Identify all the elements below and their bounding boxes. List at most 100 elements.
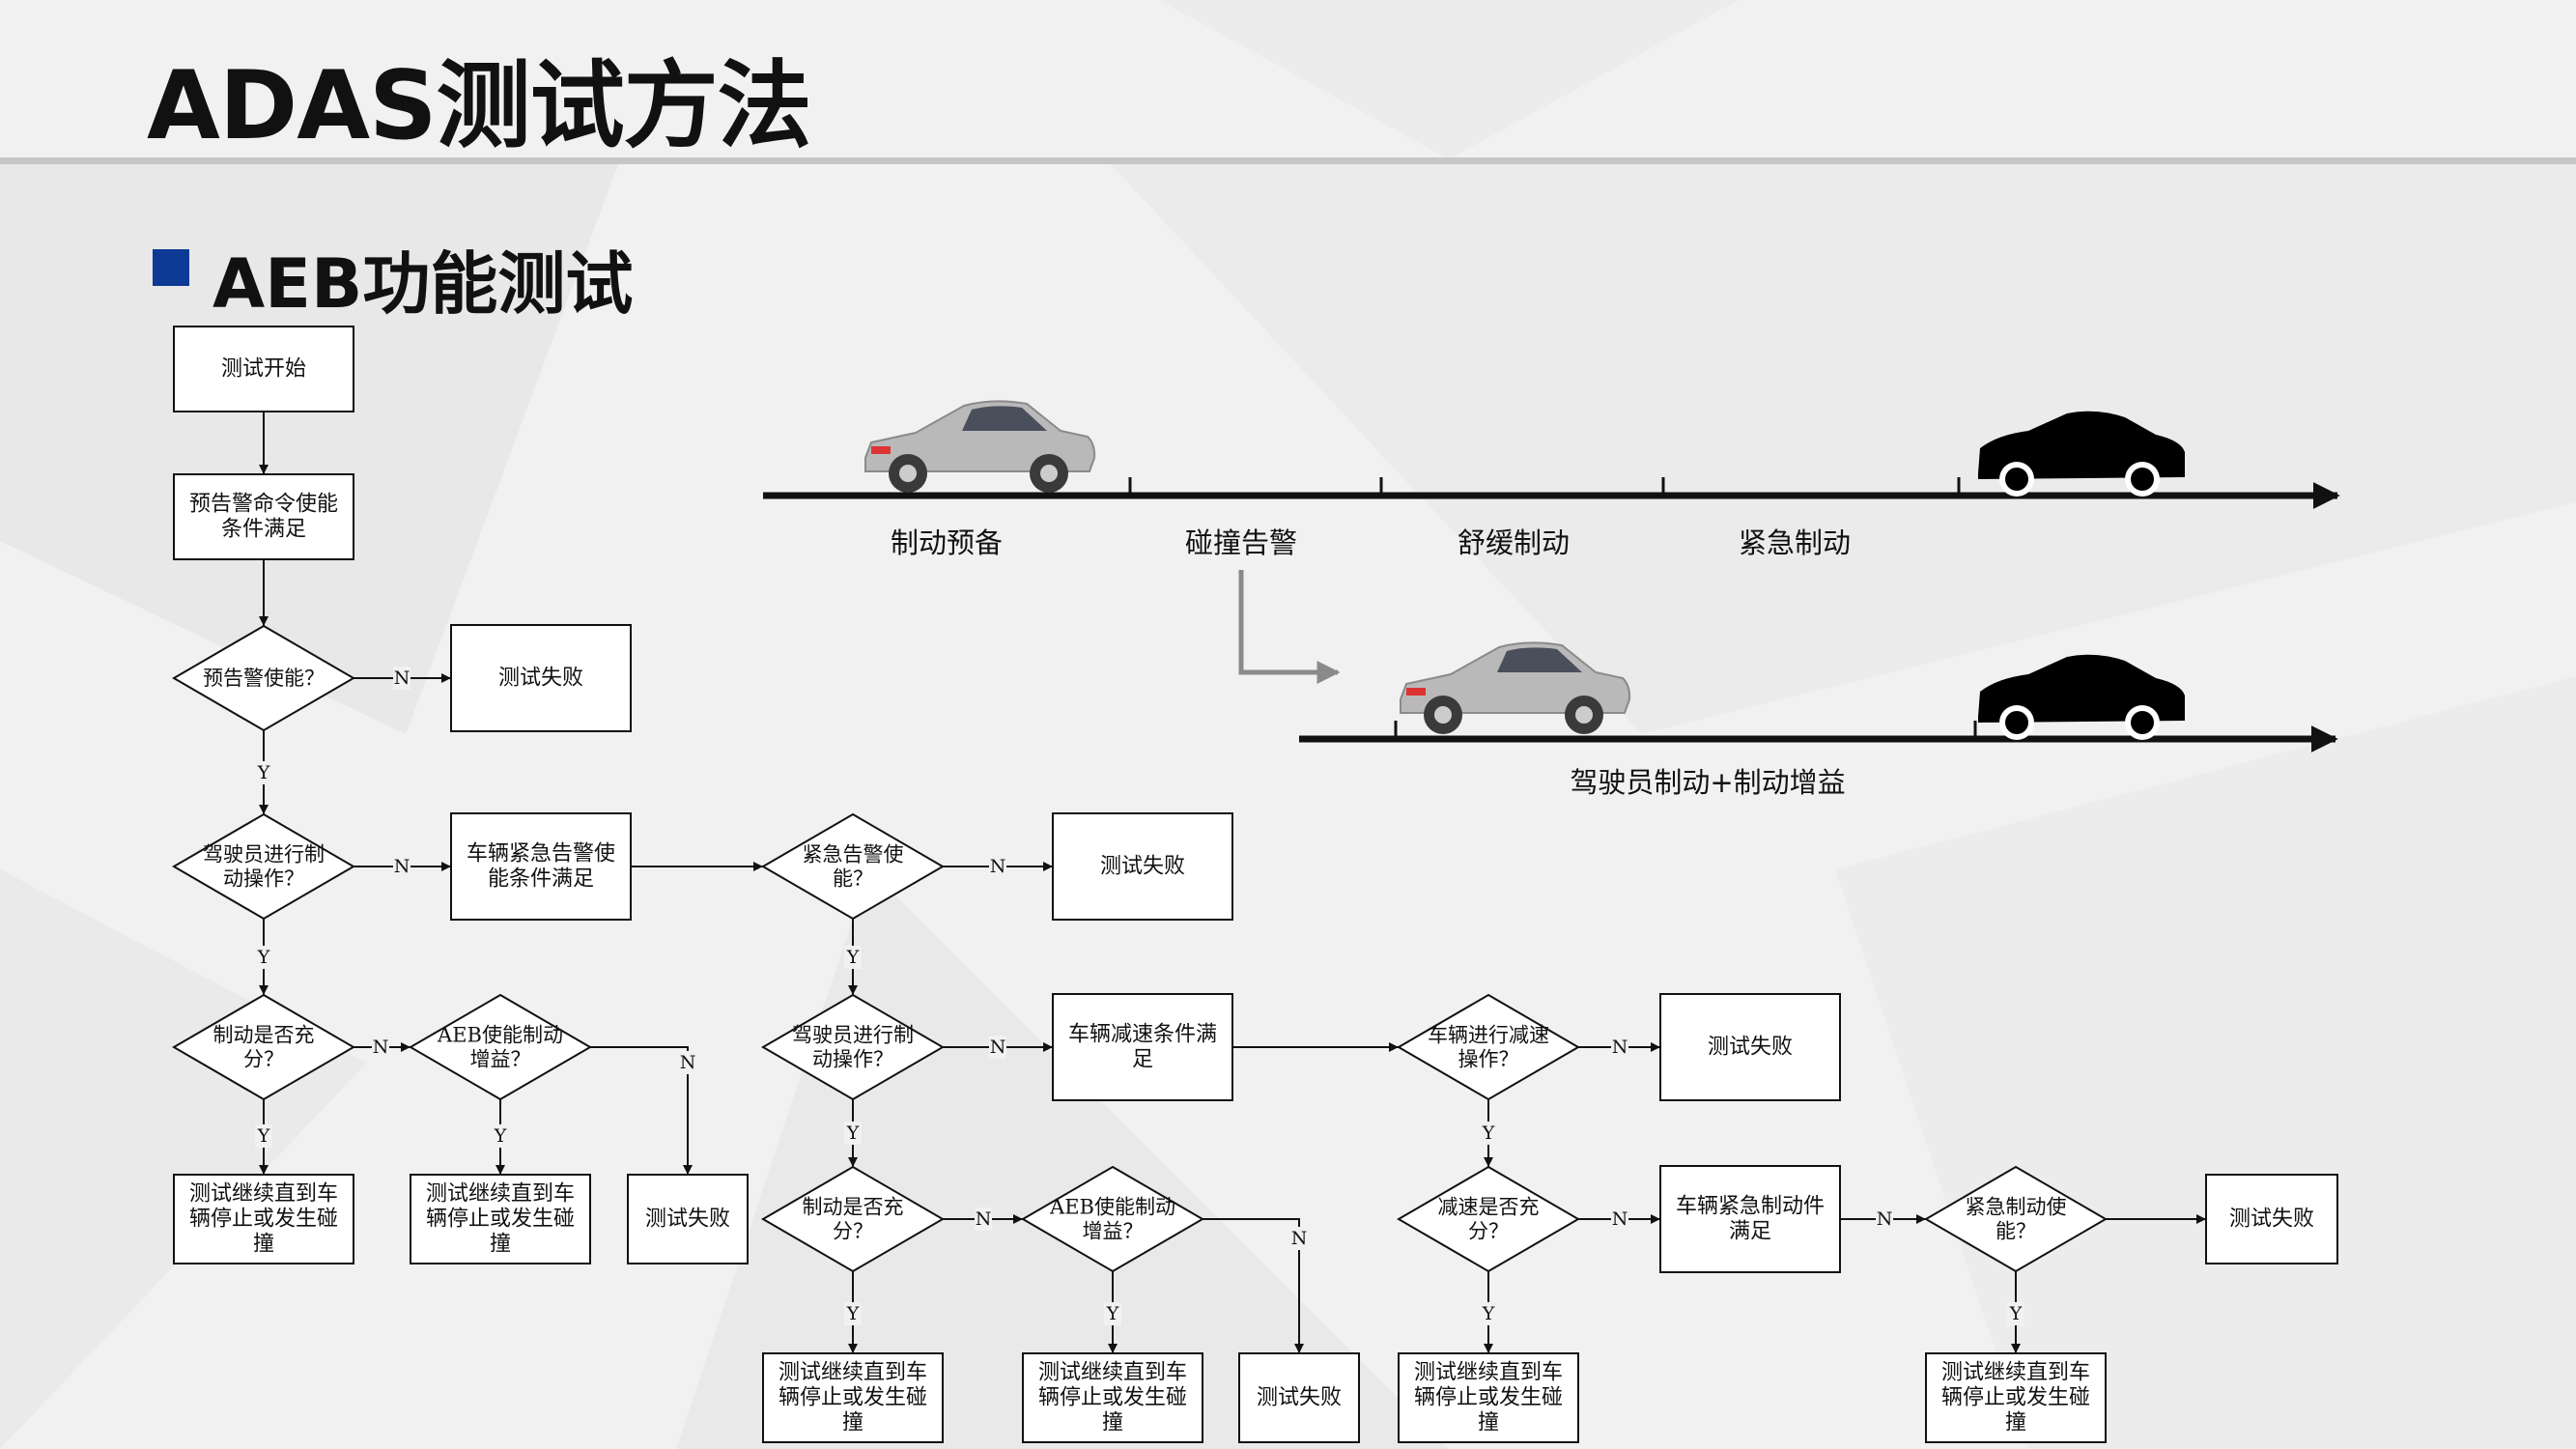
- edge-label-bg: [989, 855, 1006, 878]
- continue-until-node-text: 辆停止或发生碰: [189, 1208, 338, 1232]
- no-label: N: [1291, 1228, 1308, 1249]
- edge-label-bg: [1480, 1122, 1497, 1145]
- continue-until-node-text: 测试继续直到车: [426, 1182, 575, 1207]
- continue-until-node-text: 测试继续直到车: [189, 1182, 338, 1207]
- brake-sufficient-decision-text: 制动是否充: [213, 1024, 315, 1047]
- no-label: N: [990, 856, 1006, 877]
- yes-label: Y: [846, 1122, 860, 1144]
- emergency-warn-enable-decision-frame: [761, 812, 945, 921]
- yes-label: Y: [846, 947, 860, 968]
- fail-node-text: 测试失败: [645, 1208, 730, 1232]
- continue-until-node-text: 辆停止或发生碰: [1038, 1386, 1187, 1410]
- edge-label-bg: [1290, 1227, 1308, 1250]
- fail-node-frame: [2205, 1174, 2338, 1264]
- continue-until-node-text: 辆停止或发生碰: [1941, 1386, 2090, 1410]
- continue-until-node-frame: [1022, 1352, 1203, 1443]
- driver-brake-decision-text: 动操作？: [812, 1047, 893, 1070]
- flow-arrow: [590, 1046, 693, 1175]
- timeline-label-emergency-brake: 紧急制动: [1739, 526, 1851, 559]
- continue-until-node-text: 辆停止或发生碰: [1414, 1386, 1563, 1410]
- no-label: N: [394, 668, 410, 689]
- fail-node-frame: [1238, 1352, 1360, 1443]
- no-label: N: [394, 856, 410, 877]
- fail-node-text: 测试失败: [1100, 855, 1185, 879]
- no-label: N: [976, 1208, 992, 1230]
- decel-sufficient-decision-text: 分？: [1468, 1219, 1509, 1242]
- emergency-warn-enable-decision-text: 能？: [833, 867, 873, 890]
- edge-label-bg: [1104, 1302, 1121, 1325]
- edge-label-bg: [975, 1208, 992, 1231]
- edge-label-bg: [1611, 1208, 1628, 1231]
- continue-until-node-text: 辆停止或发生碰: [426, 1208, 575, 1232]
- target-car-icon: [1978, 411, 2185, 497]
- continue-until-node-frame: [410, 1174, 591, 1264]
- vehicle-decel-decision-text: 车辆进行减速: [1428, 1024, 1549, 1047]
- emergency-warn-condition-node-text: 车辆紧急告警使: [467, 842, 615, 867]
- yes-label: Y: [1482, 1303, 1495, 1324]
- section-bullet: [153, 249, 189, 286]
- yes-label: Y: [846, 1303, 860, 1324]
- fail-node: 测试失败: [1052, 812, 1233, 921]
- title-divider: [0, 157, 2576, 164]
- driver-brake-decision-text: 驾驶员进行制: [203, 843, 325, 867]
- edge-label-bg: [1876, 1208, 1893, 1231]
- warn-condition-node-text: 预告警命令使能: [189, 493, 338, 517]
- emergency-brake-condition-node-text: 车辆紧急制动件: [1676, 1195, 1825, 1219]
- continue-until-node-text: 测试继续直到车: [1414, 1361, 1563, 1385]
- brake-sufficient-decision-frame: [761, 1165, 945, 1273]
- continue-until-node-text: 撞: [1102, 1410, 1123, 1435]
- edge-label-bg: [989, 1036, 1006, 1059]
- aeb-timeline: 制动预备 碰撞告警 舒缓制动 紧急制动 驾驶员制动+制动增益: [763, 400, 2340, 799]
- start-node-frame: [173, 326, 354, 412]
- start-node: 测试开始: [173, 326, 354, 412]
- no-label: N: [990, 1037, 1006, 1058]
- yes-label: Y: [257, 947, 270, 968]
- emergency-brake-condition-node-text: 满足: [1729, 1219, 1771, 1243]
- ego-car-icon: [1400, 641, 1631, 734]
- emergency-brake-enable-decision-frame: [1924, 1165, 2108, 1273]
- no-label: N: [1612, 1208, 1628, 1230]
- no-label: N: [1877, 1208, 1893, 1230]
- aeb-gain-decision-text: AEB使能制动: [1049, 1196, 1175, 1219]
- edge-label-bg: [1480, 1302, 1497, 1325]
- yes-label: Y: [494, 1125, 507, 1147]
- continue-until-node-text: 测试继续直到车: [1941, 1361, 2090, 1385]
- timeline-label-brake-prep: 制动预备: [891, 526, 1003, 559]
- no-label: N: [373, 1037, 389, 1058]
- brake-sufficient-decision-text: 分？: [243, 1047, 284, 1070]
- continue-until-node-text: 撞: [253, 1232, 274, 1256]
- fail-node: 测试失败: [1238, 1352, 1360, 1443]
- emergency-brake-condition-node-frame: [1659, 1165, 1841, 1273]
- decel-sufficient-decision-text: 减速是否充: [1438, 1196, 1540, 1219]
- driver-brake-decision-frame: [761, 993, 945, 1101]
- aeb-gain-decision-frame: [1021, 1165, 1204, 1273]
- emergency-warn-enable-decision-text: 紧急告警使: [803, 843, 904, 867]
- decel-condition-node-text: 足: [1132, 1047, 1153, 1071]
- warn-condition-node-frame: [173, 473, 354, 560]
- aeb-gain-decision-text: AEB使能制动: [437, 1024, 563, 1047]
- continue-until-node-frame: [1925, 1352, 2107, 1443]
- timeline-label-driver-brake-gain: 驾驶员制动+制动增益: [1570, 766, 1845, 799]
- emergency-brake-enable-decision-text: 紧急制动使: [1966, 1196, 2067, 1219]
- no-label: N: [680, 1052, 696, 1073]
- warn-enable-decision-text: 预告警使能？: [203, 667, 325, 690]
- edge-label-bg: [372, 1036, 389, 1059]
- continue-until-node-frame: [173, 1174, 354, 1264]
- no-label: N: [1612, 1037, 1628, 1058]
- brake-sufficient-decision-text: 分？: [833, 1219, 873, 1242]
